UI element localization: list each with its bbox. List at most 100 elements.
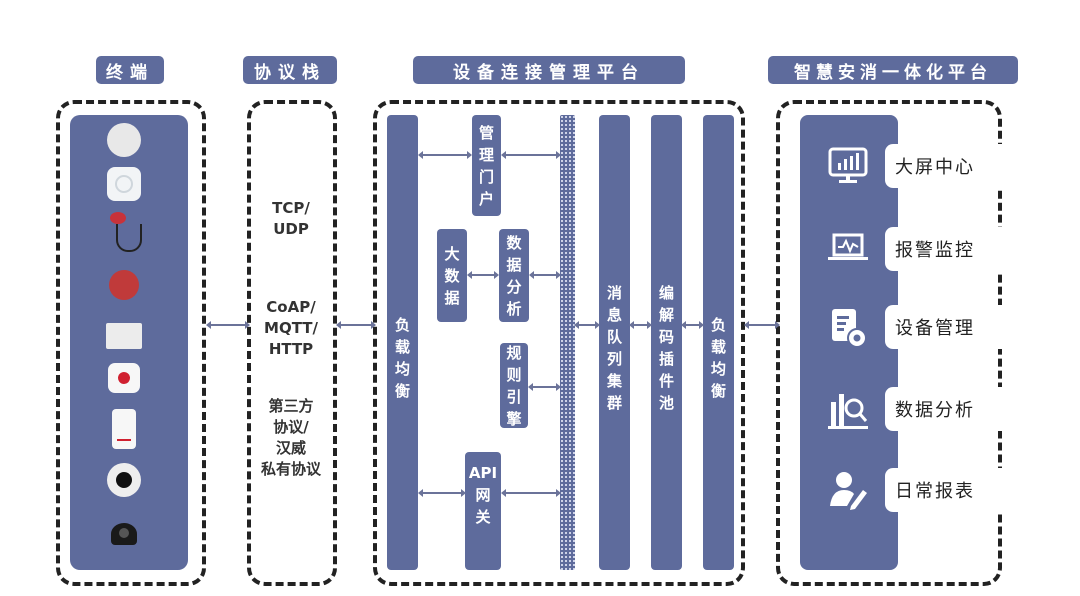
bars-magnifier-icon (828, 394, 868, 429)
platform-item-label: 报警监控 (895, 240, 975, 261)
api-gateway-label: 网 (475, 486, 491, 504)
rule-bus-arrow (528, 383, 561, 391)
header-device-platform: 设备连接管理平台 (413, 56, 685, 84)
protocol-tcp-udp: TCP/ UDP (246, 198, 336, 240)
platform-item-big-screen[interactable]: 大屏中心 (885, 144, 1005, 188)
vertical-char: 负 (394, 315, 410, 334)
platform-item-daily-report[interactable]: 日常报表 (885, 468, 1005, 512)
codec-lb-arrow (681, 321, 704, 329)
protocol-coap-mqtt-http: CoAP/ MQTT/ HTTP (246, 297, 336, 360)
terminal-frame (56, 100, 206, 586)
vertical-char: 理 (478, 145, 494, 164)
vertical-char: 则 (506, 365, 522, 384)
vertical-char: 门 (478, 167, 494, 186)
data-bus (560, 115, 575, 570)
rule-engine: 规则引擎 (500, 343, 528, 428)
platform-item-label: 大屏中心 (895, 157, 975, 178)
user-pen-icon (830, 472, 867, 510)
protocol-line: MQTT/ (264, 319, 318, 337)
platform-item-label: 日常报表 (895, 481, 975, 502)
message-queue-cluster: 消息队列集群 (599, 115, 630, 570)
platform-item-data-analysis[interactable]: 数据分析 (885, 387, 1005, 431)
vertical-char: 件 (658, 371, 674, 390)
bus-mq-arrow (574, 321, 600, 329)
api-gateway-label: API (468, 464, 498, 482)
protocol-line: HTTP (268, 340, 314, 358)
big-data: 大数据 (437, 229, 467, 322)
load-balancer-left: 负载均衡 (387, 115, 418, 570)
data-analysis: 数据分析 (499, 229, 529, 322)
management-portal: 管理门户 (472, 115, 501, 216)
emergency-button-icon (104, 360, 144, 396)
platform-item-label: 数据分析 (895, 400, 975, 421)
ip-camera-icon (104, 514, 144, 554)
vertical-char: 规 (506, 343, 522, 362)
vertical-char: 据 (444, 288, 460, 307)
protocol-third-party: 第三方 协议/ 汉威 私有协议 (246, 396, 336, 480)
pressure-sensor-cable-icon (104, 210, 144, 258)
platform-item-label: 设备管理 (895, 318, 975, 339)
bigdata-analysis-arrow (467, 271, 499, 279)
smoke-detector-icon (104, 122, 144, 158)
vertical-char: 解 (658, 305, 674, 324)
protocol-line: 汉威 (275, 439, 306, 457)
header-terminal: 终端 (96, 56, 164, 84)
codec-plugin-pool: 编解码插件池 (651, 115, 682, 570)
vertical-char: 分 (506, 277, 522, 296)
vertical-char: 户 (478, 189, 494, 208)
vertical-char: 擎 (506, 409, 522, 428)
vertical-char: 析 (506, 299, 522, 318)
monitor-chart-icon (828, 147, 868, 183)
vertical-char: 码 (658, 327, 674, 346)
terminal-protocol-arrow (206, 321, 250, 329)
protocol-line: 协议/ (273, 418, 309, 436)
lb-portal-arrow (418, 151, 472, 159)
protocol-line: TCP/ (272, 199, 310, 217)
laptop-pulse-icon (828, 233, 868, 260)
protocol-line: 私有协议 (260, 460, 321, 478)
vertical-char: 数 (444, 266, 460, 285)
device-platform-frame (373, 100, 745, 586)
vertical-char: 载 (710, 337, 726, 356)
electrical-meter-icon (104, 318, 144, 354)
vertical-char: 大 (444, 244, 460, 263)
vertical-char: 数 (506, 233, 522, 252)
vertical-char: 队 (606, 327, 622, 346)
load-balancer-right: 负载均衡 (703, 115, 734, 570)
vertical-char: 引 (506, 387, 522, 406)
document-gear-icon (832, 309, 867, 348)
vertical-char: 管 (478, 123, 494, 142)
platform-smart-arrow (744, 321, 780, 329)
ceiling-detector-icon (104, 462, 144, 498)
protocol-line: CoAP/ (266, 298, 316, 316)
protocol-line: UDP (273, 220, 309, 238)
vertical-char: 消 (606, 283, 622, 302)
analysis-bus-arrow (529, 271, 561, 279)
lb-api-arrow (418, 489, 466, 497)
vertical-char: 列 (606, 349, 622, 368)
gas-detector-icon (104, 166, 144, 202)
vertical-char: 息 (606, 305, 622, 324)
portal-bus-arrow (501, 151, 561, 159)
vertical-char: 载 (394, 337, 410, 356)
api-gateway: API 网 关 (465, 452, 501, 570)
protocol-platform-arrow (336, 321, 376, 329)
vertical-char: 插 (658, 349, 674, 368)
api-bus-arrow (501, 489, 561, 497)
mq-codec-arrow (629, 321, 652, 329)
vertical-char: 池 (658, 393, 674, 412)
vertical-char: 负 (710, 315, 726, 334)
header-smart-platform: 智慧安消一体化平台 (768, 56, 1018, 84)
api-gateway-label: 关 (475, 508, 491, 526)
platform-item-device-management[interactable]: 设备管理 (885, 305, 1005, 349)
protocol-frame (247, 100, 337, 586)
vertical-char: 据 (506, 255, 522, 274)
vertical-char: 衡 (394, 381, 410, 400)
vertical-char: 均 (710, 359, 726, 378)
platform-item-alarm-monitor[interactable]: 报警监控 (885, 227, 1005, 271)
pressure-gauge-icon (104, 264, 144, 306)
vertical-char: 衡 (710, 381, 726, 400)
vertical-char: 群 (606, 393, 622, 412)
vertical-char: 编 (658, 283, 674, 302)
vertical-char: 均 (394, 359, 410, 378)
